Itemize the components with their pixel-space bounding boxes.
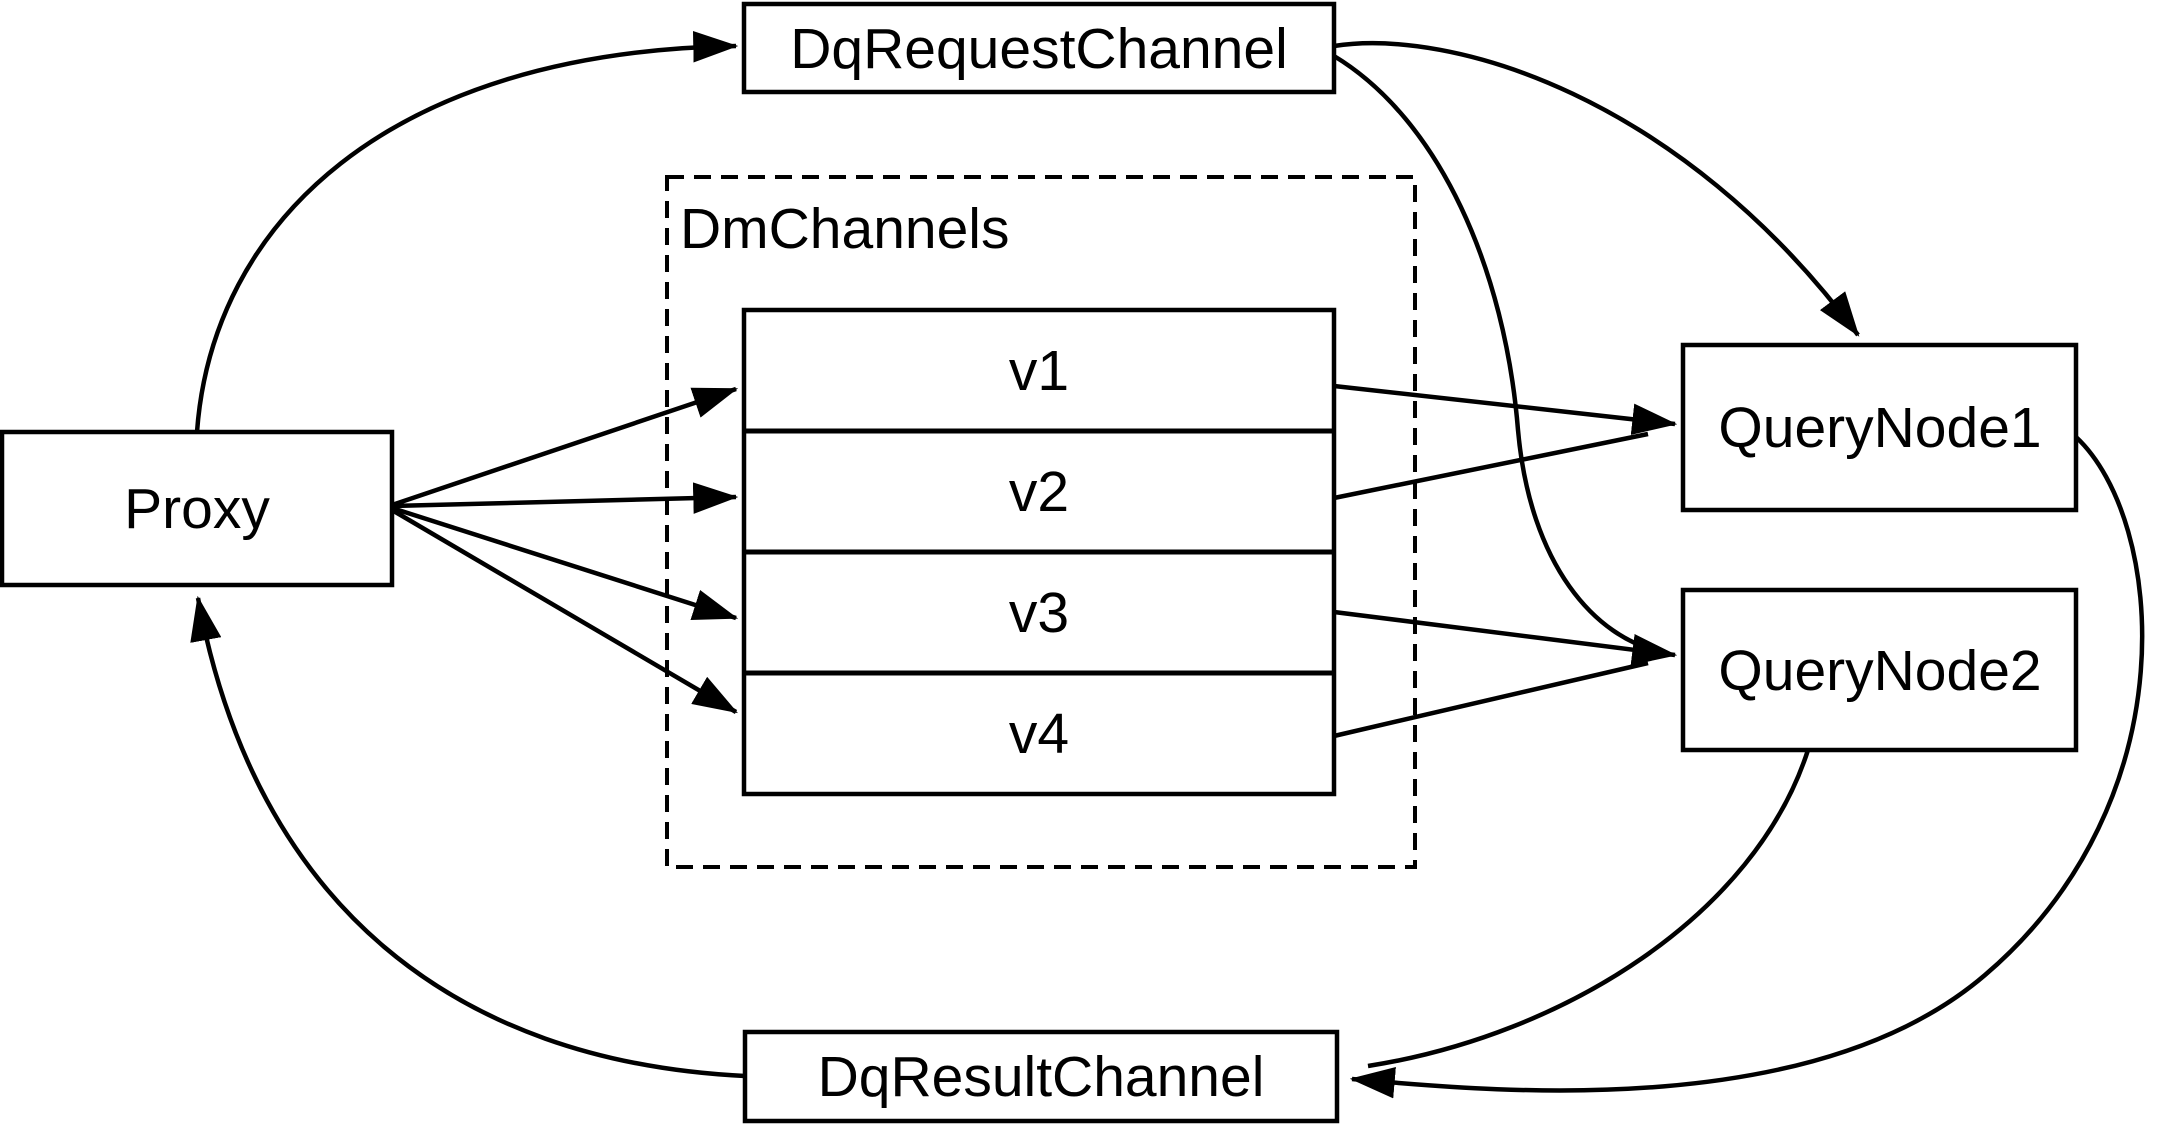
query-node-1-label: QueryNode1 [1718,396,2041,460]
edge-querynode1-to-dqresultchannel [1349,435,2145,1099]
edge-proxy-to-v4 [390,508,738,714]
edge-v2-to-querynode1 [1333,431,1649,501]
dq-request-channel-label: DqRequestChannel [790,17,1288,81]
dq-result-channel-box [742,1029,1340,1124]
query-node-1-box [1680,342,2079,513]
edge-proxy-to-dqrequestchannel [194,31,739,433]
dq-request-channel-box [741,1,1337,95]
edge-dqresultchannel-to-proxy [190,595,746,1079]
node-dm-channels: DmChannels v1 v2 v3 v4 [665,175,1417,869]
dq-result-channel-label: DqResultChannel [818,1045,1265,1109]
channel-row-v1-label: v1 [1009,339,1069,403]
node-query-node-1: QueryNode1 [1680,342,2079,513]
edge-dqrequestchannel-to-querynode2 [1332,54,1663,655]
edge-dqrequestchannel-to-querynode1 [1333,41,1860,337]
node-dq-result-channel: DqResultChannel [742,1029,1340,1124]
channel-row-v4-label: v4 [1009,702,1069,766]
edge-proxy-to-v1 [391,386,739,508]
channel-row-v3-label: v3 [1009,581,1069,645]
edge-v3-to-querynode2 [1333,609,1678,666]
node-dq-request-channel: DqRequestChannel [741,1,1337,95]
edge-layer [190,31,2145,1099]
dm-channels-label: DmChannels [680,197,1009,261]
proxy-label: Proxy [124,477,270,541]
edge-v1-to-querynode1 [1333,383,1678,435]
edge-querynode2-to-dqresultchannel [1367,749,1811,1069]
dm-channels-dashed-border [665,175,1417,869]
query-node-2-box [1680,587,2079,753]
channel-row-v2-label: v2 [1009,460,1069,524]
node-query-node-2: QueryNode2 [1680,587,2079,753]
edge-v4-to-querynode2 [1333,660,1649,739]
proxy-box [0,429,395,588]
query-node-2-label: QueryNode2 [1718,639,2041,703]
node-proxy: Proxy [0,429,395,588]
edge-proxy-to-v2 [391,482,739,514]
edge-proxy-to-v3 [391,505,739,621]
